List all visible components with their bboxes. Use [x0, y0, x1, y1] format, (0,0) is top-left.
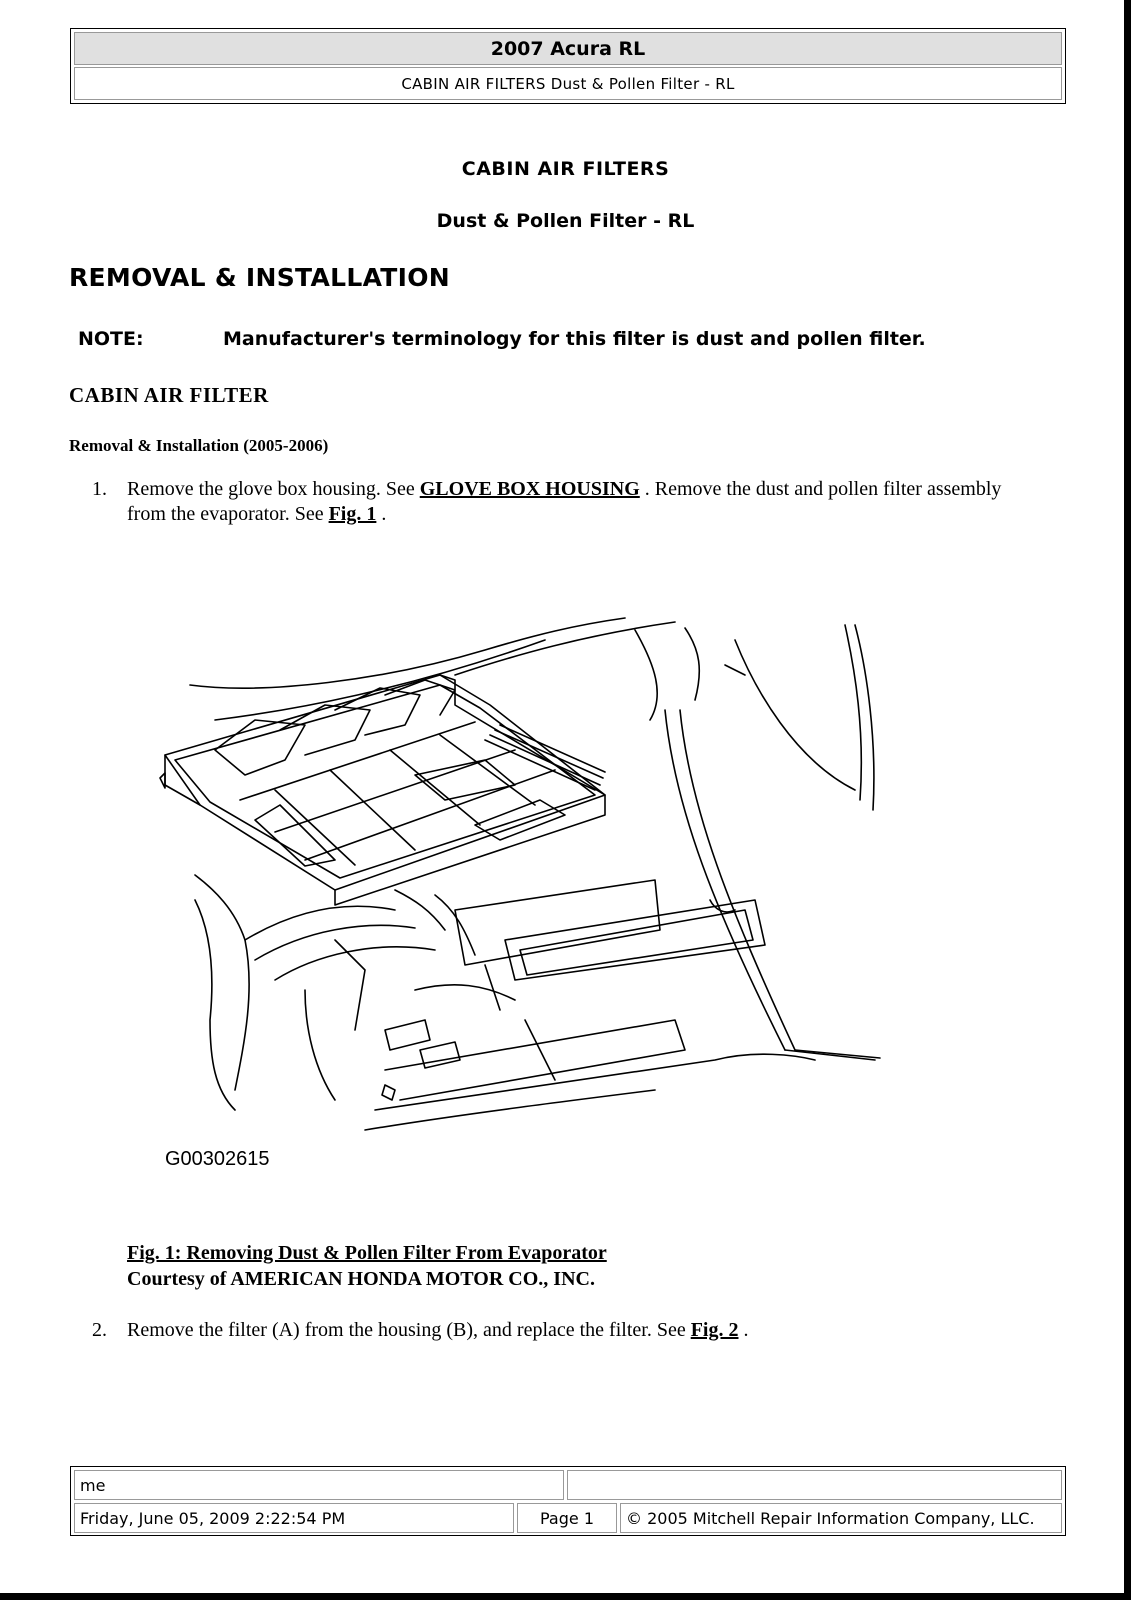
figure-caption: Fig. 1: Removing Dust & Pollen Filter Fr… — [127, 1240, 607, 1292]
step-1: 1. Remove the glove box housing. See GLO… — [92, 477, 1042, 527]
figure-caption-title[interactable]: Fig. 1: Removing Dust & Pollen Filter Fr… — [127, 1242, 607, 1264]
header-subtitle: CABIN AIR FILTERS Dust & Pollen Filter -… — [74, 67, 1062, 100]
step-text-part: . — [738, 1319, 749, 1341]
figure-caption-credit: Courtesy of AMERICAN HONDA MOTOR CO., IN… — [127, 1268, 595, 1290]
step-text: Remove the filter (A) from the housing (… — [127, 1318, 1042, 1343]
page-header: 2007 Acura RL CABIN AIR FILTERS Dust & P… — [70, 28, 1066, 104]
step-text-part: Remove the filter (A) from the housing (… — [127, 1319, 691, 1341]
fig-2-link[interactable]: Fig. 2 — [690, 1319, 739, 1341]
step-2: 2. Remove the filter (A) from the housin… — [92, 1318, 1042, 1343]
fig-1-link[interactable]: Fig. 1 — [328, 503, 377, 525]
subheading: CABIN AIR FILTER — [69, 383, 269, 407]
step-text-part: . — [376, 503, 387, 525]
document-subtitle: Dust & Pollen Filter - RL — [436, 210, 695, 232]
step-text-part: . Remove the dust and pollen filter asse… — [127, 478, 1002, 525]
footer-page-number: Page 1 — [517, 1503, 617, 1533]
section-heading: REMOVAL & INSTALLATION — [69, 263, 451, 292]
footer-blank-cell — [567, 1470, 1062, 1500]
document-title: CABIN AIR FILTERS — [461, 158, 670, 180]
note-text: Manufacturer's terminology for this filt… — [223, 328, 926, 350]
footer-copyright: © 2005 Mitchell Repair Information Compa… — [620, 1503, 1062, 1533]
step-text: Remove the glove box housing. See GLOVE … — [127, 477, 1042, 527]
procedure-heading: Removal & Installation (2005-2006) — [69, 436, 329, 455]
step-text-part: Remove the glove box housing. See — [127, 478, 420, 500]
header-title: 2007 Acura RL — [74, 32, 1062, 65]
step-number: 1. — [92, 478, 107, 500]
note: NOTE: Manufacturer's terminology for this… — [78, 328, 926, 350]
note-label: NOTE: — [78, 328, 144, 350]
step-number: 2. — [92, 1319, 107, 1341]
page-footer: me Friday, June 05, 2009 2:22:54 PM Page… — [70, 1466, 1066, 1536]
footer-date: Friday, June 05, 2009 2:22:54 PM — [74, 1503, 514, 1533]
filter-removal-illustration — [159, 617, 881, 1131]
figure-id: G00302615 — [165, 1148, 270, 1170]
footer-user: me — [74, 1470, 564, 1500]
glove-box-housing-link[interactable]: GLOVE BOX HOUSING — [419, 478, 640, 500]
